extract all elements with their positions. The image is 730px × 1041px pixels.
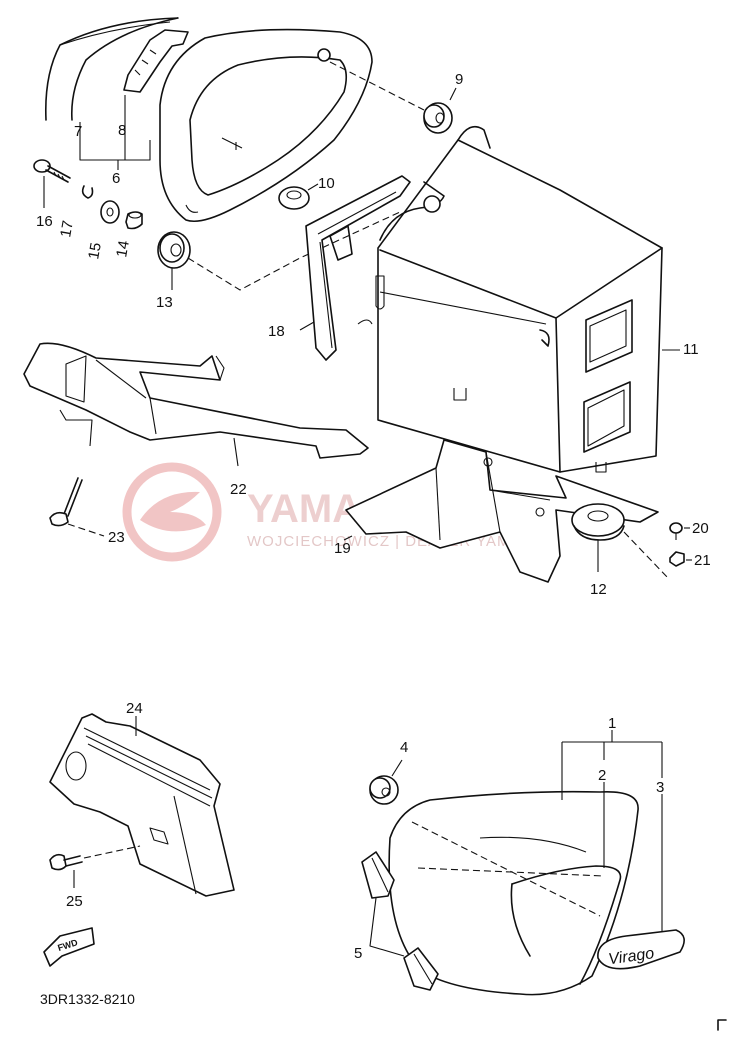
- label-21: 21: [694, 552, 711, 569]
- label-22: 22: [230, 481, 247, 498]
- fwd-arrow-icon: FWD: [43, 927, 95, 967]
- label-8: 8: [118, 122, 126, 139]
- label-9: 9: [455, 71, 463, 88]
- label-24: 24: [126, 700, 143, 717]
- label-11: 11: [683, 341, 699, 358]
- label-19: 19: [334, 540, 351, 557]
- collar-part-14: [125, 211, 143, 230]
- label-17: 17: [57, 219, 77, 238]
- label-1: 1: [608, 715, 616, 732]
- pad-part-5a: [361, 851, 395, 899]
- label-4: 4: [400, 739, 408, 756]
- label-6: 6: [112, 170, 120, 187]
- watermark-logo: [122, 462, 222, 562]
- bolt-part-25: [49, 853, 83, 871]
- grommet-part-9: [423, 102, 453, 134]
- nut-part-21: [669, 551, 685, 567]
- label-15: 15: [85, 241, 105, 260]
- grommet-part-15: [100, 200, 120, 224]
- grommet-part-4: [369, 775, 399, 805]
- label-3: 3: [656, 779, 664, 796]
- label-2: 2: [598, 767, 606, 784]
- cover-tray-part-22: [23, 342, 369, 459]
- label-23: 23: [108, 529, 125, 546]
- grommet-part-10: [278, 186, 310, 210]
- callout-group-1: [561, 730, 663, 932]
- callout-group-6: [79, 95, 151, 170]
- label-16: 16: [36, 213, 53, 230]
- battery-cover-frame: [159, 28, 373, 223]
- bolt-part-16: [33, 159, 71, 183]
- bracket-part-18: [305, 175, 411, 361]
- screw-part-23: [49, 477, 83, 527]
- watermark-subtitle: WOJCIECHOWICZ | DEALER YAMAHA: [247, 533, 544, 550]
- washer-part-17: [81, 185, 94, 199]
- bolt-part-20: [669, 522, 683, 540]
- cover-cap-part-7: [44, 17, 179, 121]
- label-10: 10: [318, 175, 335, 192]
- cover-seal-part-8: [123, 29, 189, 93]
- damper-part-12: [571, 503, 625, 541]
- label-25: 25: [66, 893, 83, 910]
- side-cover-left-part-24: [49, 713, 235, 897]
- label-14: 14: [113, 239, 133, 258]
- label-13: 13: [156, 294, 173, 311]
- emblem-text: Virago: [607, 945, 655, 968]
- corner-mark: [717, 1019, 727, 1031]
- emblem-part-3: Virago: [597, 929, 685, 970]
- label-7: 7: [74, 123, 82, 140]
- diagram-code: 3DR1332-8210: [40, 991, 135, 1007]
- label-20: 20: [692, 520, 709, 537]
- label-5: 5: [354, 945, 362, 962]
- pad-part-5b: [403, 947, 439, 991]
- battery-box-part-11: [377, 125, 663, 473]
- label-12: 12: [590, 581, 607, 598]
- grommet-part-13: [157, 231, 191, 269]
- label-18: 18: [268, 323, 285, 340]
